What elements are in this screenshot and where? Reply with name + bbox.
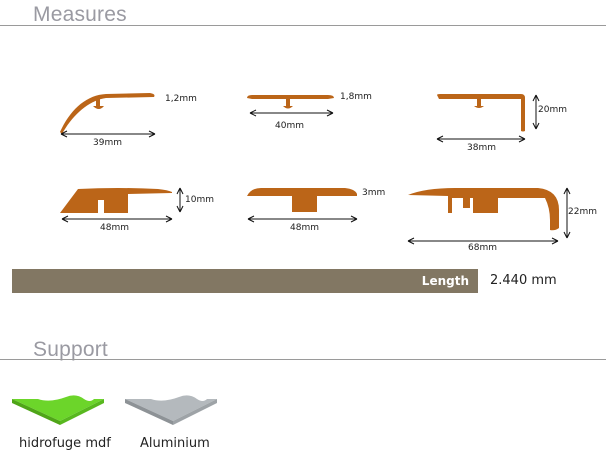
reducer-mdf-profile-icon	[60, 187, 184, 223]
hidrofuge-mdf-label: hidrofuge mdf	[19, 436, 111, 451]
length-value: 2.440 mm	[490, 273, 557, 288]
stair-nose-angle-height-label: 20mm	[538, 105, 567, 115]
measures-divider	[0, 25, 606, 26]
support-title: Support	[33, 338, 108, 361]
stair-nose-mdf-profile-icon	[407, 187, 571, 245]
stair-nose-mdf-width-label: 68mm	[468, 243, 497, 253]
t-molding-thin-profile-icon	[247, 95, 334, 117]
measures-title: Measures	[33, 3, 127, 26]
support-divider	[0, 359, 606, 360]
t-molding-thin-width-label: 40mm	[275, 121, 304, 131]
hidrofuge-mdf-swatch-icon	[12, 395, 104, 425]
t-molding-mdf-profile-icon	[247, 188, 358, 223]
profile-reducer-mdf	[58, 186, 188, 231]
t-molding-mdf-thickness-label: 3mm	[362, 188, 386, 198]
profile-stair-nose-angle	[435, 93, 545, 148]
stair-nose-angle-profile-icon	[436, 94, 540, 143]
profile-t-molding-thin	[246, 93, 346, 128]
profile-t-molding-mdf	[245, 186, 365, 231]
length-bar: Length	[12, 269, 478, 293]
reducer-profile-icon	[60, 93, 156, 138]
aluminium-swatch-icon	[125, 395, 217, 425]
reducer-width-label: 39mm	[93, 138, 122, 148]
t-molding-thin-thickness-label: 1,8mm	[340, 92, 372, 102]
reducer-thickness-label: 1,2mm	[165, 94, 197, 104]
profile-reducer	[58, 90, 168, 145]
reducer-mdf-height-label: 10mm	[185, 195, 214, 205]
profile-stair-nose-mdf	[405, 186, 575, 246]
aluminium-label: Aluminium	[140, 436, 210, 451]
t-molding-mdf-width-label: 48mm	[290, 223, 319, 233]
reducer-mdf-width-label: 48mm	[100, 223, 129, 233]
support-aluminium-image	[123, 393, 223, 428]
stair-nose-mdf-height-label: 22mm	[568, 207, 597, 217]
stair-nose-angle-width-label: 38mm	[467, 143, 496, 153]
length-label: Length	[421, 274, 469, 288]
support-hidrofuge-mdf-image	[10, 393, 110, 428]
